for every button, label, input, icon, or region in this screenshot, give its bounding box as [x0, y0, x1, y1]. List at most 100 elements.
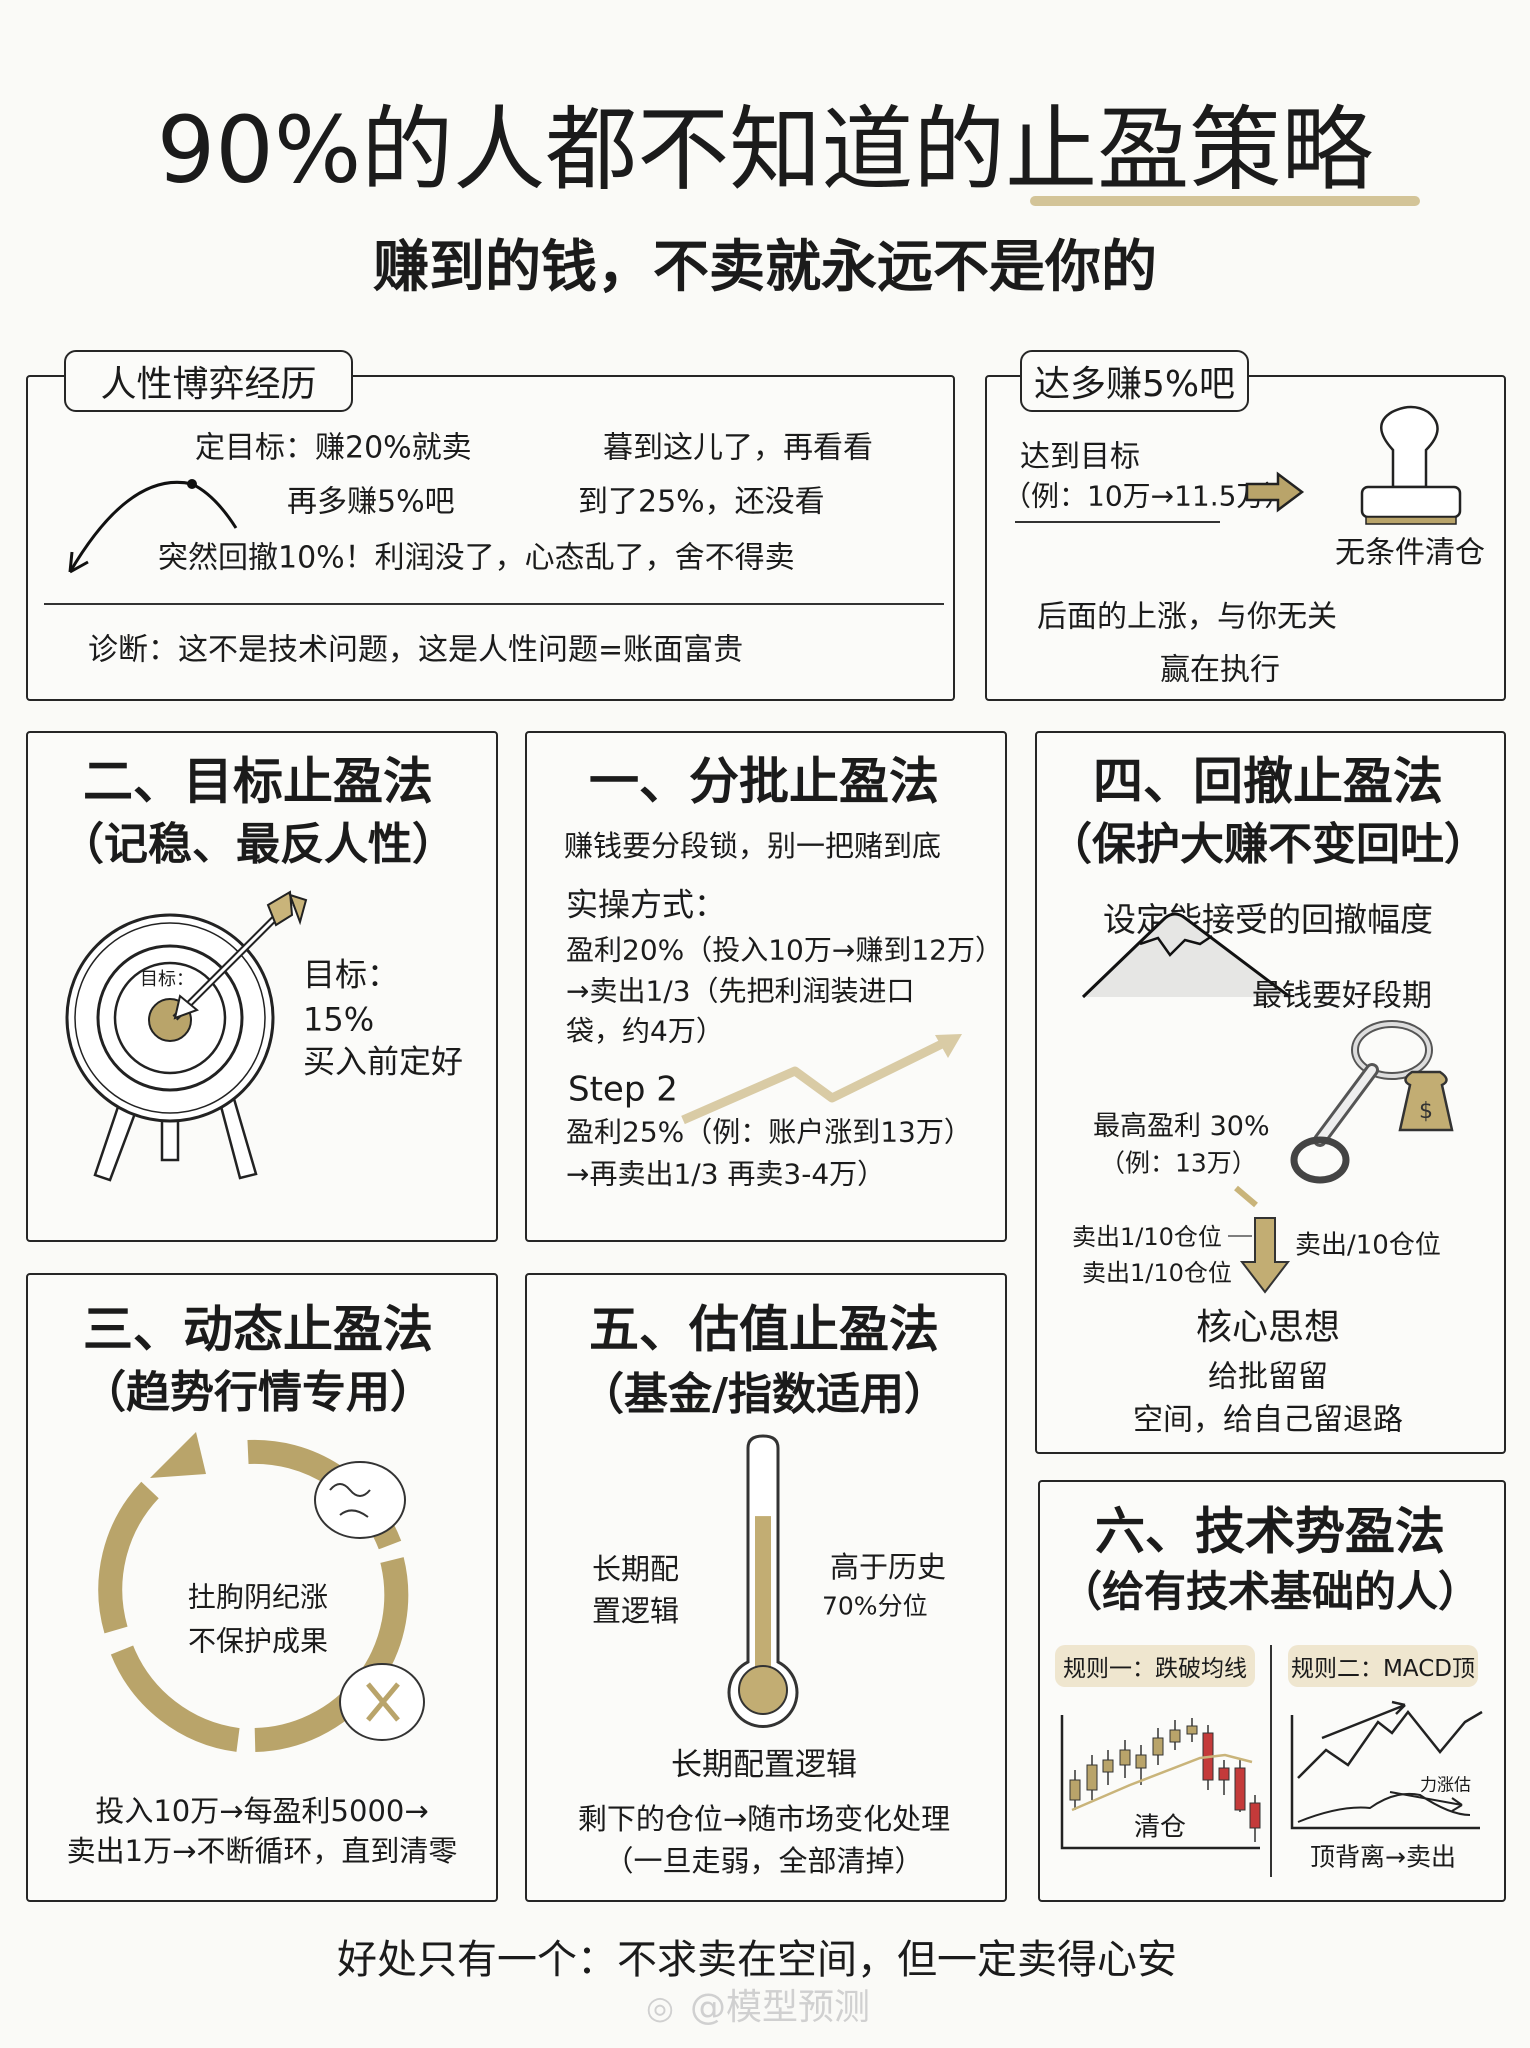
valuation-right-label: 高于历史 [830, 1550, 947, 1585]
core-idea-line: 给批留留 [1208, 1359, 1328, 1395]
method-subtitle: （记稳、最反人性） [60, 818, 456, 870]
diagnosis-text: 诊断：这不是技术问题，这是人性问题=账面富贵 [88, 632, 744, 668]
batch-line: 盈利25%（例：账户涨到13万） [566, 1115, 972, 1149]
batch-how: 实操方式： [566, 885, 727, 924]
method-title: 三、动态止盈法 [83, 1300, 433, 1359]
method-subtitle: （趋势行情专用） [82, 1366, 434, 1418]
rule-2-note: 力涨估 [1420, 1775, 1471, 1796]
target-label: 目标： [303, 955, 400, 994]
sell-step: 卖出/10仓位 [1295, 1230, 1441, 1261]
extra-five-line: 后面的上涨，与你无关 [1037, 599, 1337, 635]
human-nature-line: 突然回撤10%！利润没了，心态乱了，舍不得卖 [158, 540, 795, 576]
extra-five-tag: 达多赚5%吧 [1020, 350, 1249, 412]
title-underline [1030, 196, 1420, 206]
human-nature-line: 定目标：赚20%就卖 [195, 430, 472, 466]
chart-axes [1290, 1715, 1480, 1830]
rule-2-label: 规则二：MACD顶 [1288, 1645, 1478, 1687]
sell-step: 卖出1/10仓位 [1082, 1258, 1232, 1287]
peak-profit: 最高盈利 30% [1093, 1111, 1270, 1143]
example-text: （例：10万→11.5万） [1003, 479, 1293, 513]
divider [1270, 1645, 1272, 1877]
candle [1086, 1764, 1098, 1791]
cycle-center-line: 扗朐阴纪涨 [187, 1580, 329, 1614]
dynamic-line: 卖出1万→不断循环，直到清零 [66, 1834, 458, 1869]
valuation-percentile: 70%分位 [822, 1591, 928, 1621]
method-title: 四、回撤止盈法 [1093, 752, 1443, 811]
valuation-line: （一旦走弱，全部清掉） [604, 1844, 924, 1879]
rule-1-label: 规则一：跌破均线 [1055, 1645, 1255, 1687]
batch-step2: Step 2 [568, 1069, 678, 1110]
target-value: 15% [303, 1000, 375, 1039]
weibo-logo-icon: ◎ [646, 1988, 674, 2027]
peak-example: （例：13万） [1100, 1148, 1257, 1178]
method-title: 二、目标止盈法 [83, 752, 433, 811]
batch-line: →再卖出1/3 再卖3-4万） [566, 1157, 886, 1191]
dynamic-line: 投入10万→每盈利5000→ [95, 1794, 429, 1829]
watermark: @模型预测 [690, 1987, 871, 2029]
core-idea-line: 空间，给自己留退路 [1133, 1402, 1403, 1438]
valuation-left-label: 长期配 [592, 1552, 680, 1587]
method-subtitle: （保护大赚不变回吐） [1048, 818, 1488, 870]
trend-arrow [1321, 1700, 1406, 1740]
batch-line: 袋，约4万） [566, 1014, 724, 1048]
footer-text: 好处只有一个：不求卖在空间，但一定卖得心安 [337, 1937, 1177, 1983]
lock-label: 最钱要好段期 [1252, 978, 1432, 1014]
target-note: 买入前定好 [303, 1042, 464, 1081]
rule-2-caption: 顶背离→卖出 [1310, 1842, 1456, 1872]
batch-tagline: 赚钱要分段锁，别一把赌到底 [564, 829, 942, 864]
candle [1186, 1725, 1198, 1735]
human-nature-panel [26, 375, 955, 701]
divider [44, 603, 944, 605]
batch-line: →卖出1/3（先把利润装进口 [566, 974, 915, 1008]
human-nature-line: 到了25%，还没看 [578, 484, 825, 520]
batch-line: 盈利20%（投入10万→赚到12万） [566, 933, 1003, 967]
page-subtitle: 赚到的钱，不卖就永远不是你的 [373, 235, 1157, 301]
candle [1119, 1749, 1131, 1766]
candle [1218, 1767, 1230, 1781]
stamp-label: 无条件清仓 [1335, 535, 1485, 571]
candle [1069, 1779, 1081, 1801]
method-subtitle: （给有技术基础的人） [1059, 1566, 1481, 1616]
brain-icon [314, 1461, 406, 1539]
underline [1015, 521, 1220, 523]
human-nature-line: 再多赚5%吧 [287, 484, 455, 520]
divergence-arrow [1389, 1791, 1463, 1812]
candle [1249, 1802, 1261, 1829]
method-title: 五、估值止盈法 [589, 1300, 939, 1359]
core-idea-title: 核心思想 [1195, 1307, 1341, 1349]
page-title: 90%的人都不知道的止盈策略 [156, 96, 1374, 204]
human-nature-line: 暮到这儿了，再看看 [603, 430, 873, 466]
candle [1234, 1767, 1246, 1811]
method-title: 六、技术势盈法 [1095, 1502, 1445, 1561]
valuation-caption: 长期配置逻辑 [671, 1746, 857, 1783]
method-batch-panel [525, 731, 1007, 1242]
moving-average-line [1071, 1753, 1253, 1812]
method-title: 一、分批止盈法 [589, 752, 939, 811]
macd-line [1297, 1792, 1471, 1823]
method-technical-panel [1038, 1480, 1506, 1902]
valuation-left-label: 置逻辑 [592, 1594, 680, 1629]
brain-crossed-icon [339, 1663, 425, 1741]
human-nature-tag: 人性博弈经历 [64, 350, 353, 412]
price-line [1297, 1709, 1483, 1779]
reach-target-text: 达到目标 [1020, 439, 1140, 475]
target-inner-label: 目标： [140, 969, 194, 991]
candle [1102, 1759, 1114, 1773]
candle [1135, 1754, 1147, 1769]
thermometer-fill [755, 1516, 771, 1675]
rule-1-caption: 清仓 [1133, 1812, 1187, 1843]
cycle-center-line: 不保护成果 [187, 1624, 329, 1658]
svg-text:$: $ [1419, 1099, 1433, 1124]
candle [1169, 1729, 1181, 1743]
